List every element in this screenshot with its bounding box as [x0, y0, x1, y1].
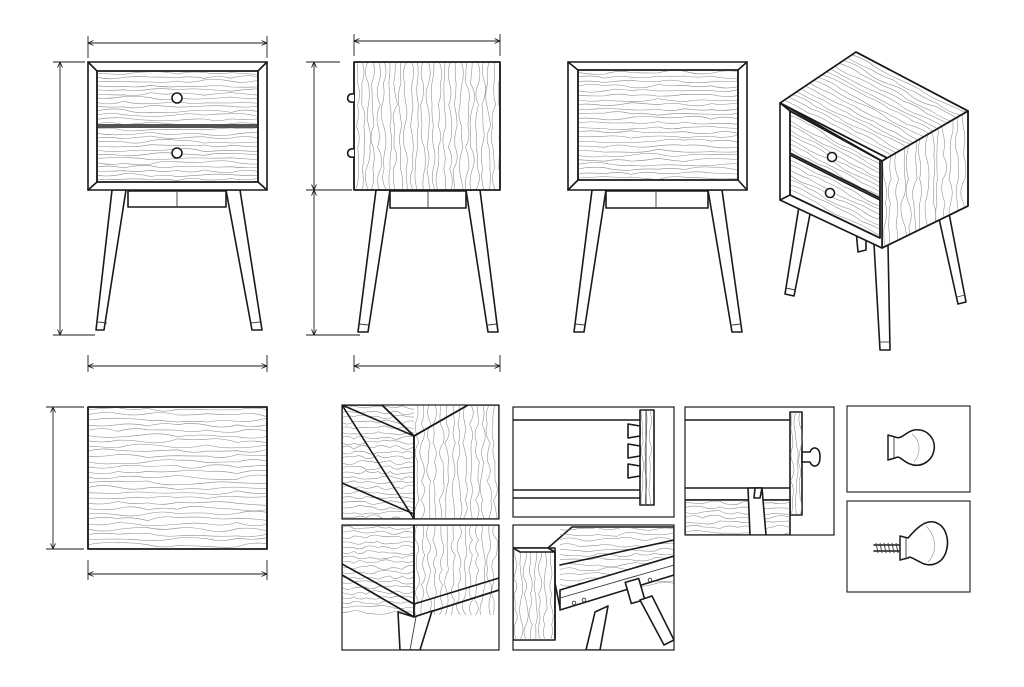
- detail-drawer-knob-section: [684, 406, 835, 536]
- top-view: [46, 406, 268, 580]
- side-panel-grain: [355, 62, 500, 190]
- side-view: [306, 34, 501, 372]
- front-knob-top: [171, 92, 183, 104]
- iso-drawer-bottom: [789, 154, 881, 239]
- top-panel-grain: [88, 407, 268, 548]
- drawer-bottom-grain: [97, 128, 257, 181]
- side-knob-top: [346, 93, 355, 103]
- knob-icon: [887, 429, 936, 466]
- screw-icon: [873, 542, 901, 554]
- detail-mitered-corner-top: [341, 404, 500, 520]
- iso-top-grain: [784, 54, 966, 159]
- iso-knob-bottom: [824, 187, 836, 199]
- detail-knob: [846, 405, 971, 493]
- back-view: [567, 61, 748, 333]
- front-legs: [95, 189, 263, 331]
- isometric-view: [779, 51, 969, 351]
- front-knob-bottom: [171, 147, 183, 159]
- side-legs: [357, 189, 499, 333]
- iso-drawer-top: [789, 110, 881, 199]
- back-legs: [573, 189, 743, 333]
- detail-mitered-corner-leg: [341, 524, 500, 651]
- iso-drawer-top-grain: [790, 115, 880, 197]
- detail-drawer-dovetail-joint: [512, 406, 675, 518]
- front-drawer-bottom: [96, 126, 259, 183]
- drawer-top-grain: [97, 72, 257, 124]
- iso-knob-top: [826, 151, 838, 163]
- knob-icon-2: [899, 520, 949, 566]
- side-knob-bottom: [346, 148, 355, 158]
- detail-drawer-slide-hardware: [512, 524, 675, 651]
- back-panel-grain: [578, 70, 738, 180]
- iso-legs: [784, 199, 967, 351]
- front-view: [53, 36, 268, 372]
- front-drawer-top: [96, 70, 259, 126]
- detail-knob-with-screw: [846, 500, 971, 593]
